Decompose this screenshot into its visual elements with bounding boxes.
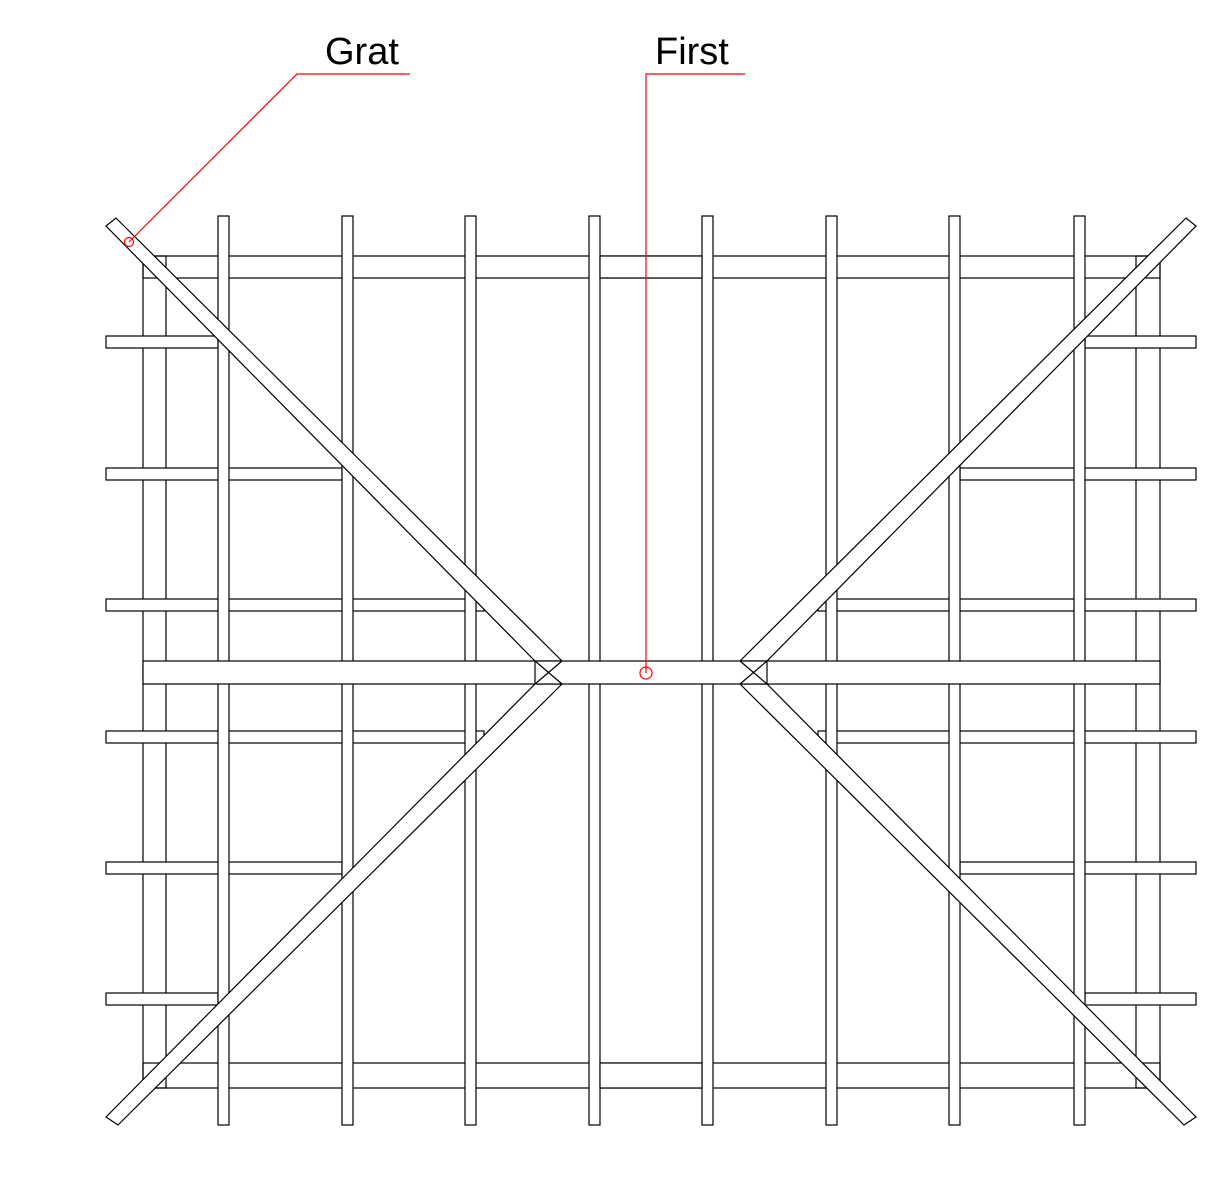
hip-junction-line-4 — [739, 660, 768, 685]
jack-rafter-right-3 — [817, 598, 1197, 612]
jack-rafter-left-1 — [105, 335, 219, 349]
middle-plate-segments — [599, 255, 703, 1089]
hip-label: Grat — [325, 31, 399, 73]
hip-rafter-bottom-right — [738, 683, 1197, 1126]
ridge-label: First — [655, 31, 729, 73]
hip-rafter-bottom-left — [105, 683, 564, 1126]
jack-rafter-right-4 — [817, 730, 1197, 744]
annotation-ridge — [639, 73, 745, 680]
ridge-leader-line — [645, 73, 745, 673]
hip-rafter-top-left — [105, 217, 564, 662]
hip-rafters — [105, 217, 1197, 1126]
hip-rafter-top-right — [738, 217, 1197, 662]
top-plate-middle — [599, 255, 703, 279]
annotation-hip — [123, 73, 410, 248]
hip-leader-line — [128, 73, 410, 243]
hip-marker-circle — [123, 236, 135, 248]
hip-junction-line-2 — [534, 660, 563, 685]
jack-rafter-right-1 — [1084, 335, 1197, 349]
jack-rafter-left-4 — [105, 730, 485, 744]
jack-rafter-left-3 — [105, 598, 485, 612]
hip-ridge-junction — [534, 660, 768, 685]
jack-rafter-left-6 — [105, 992, 219, 1006]
bottom-plate-middle — [599, 1062, 703, 1089]
jack-rafter-right-6 — [1084, 992, 1197, 1006]
